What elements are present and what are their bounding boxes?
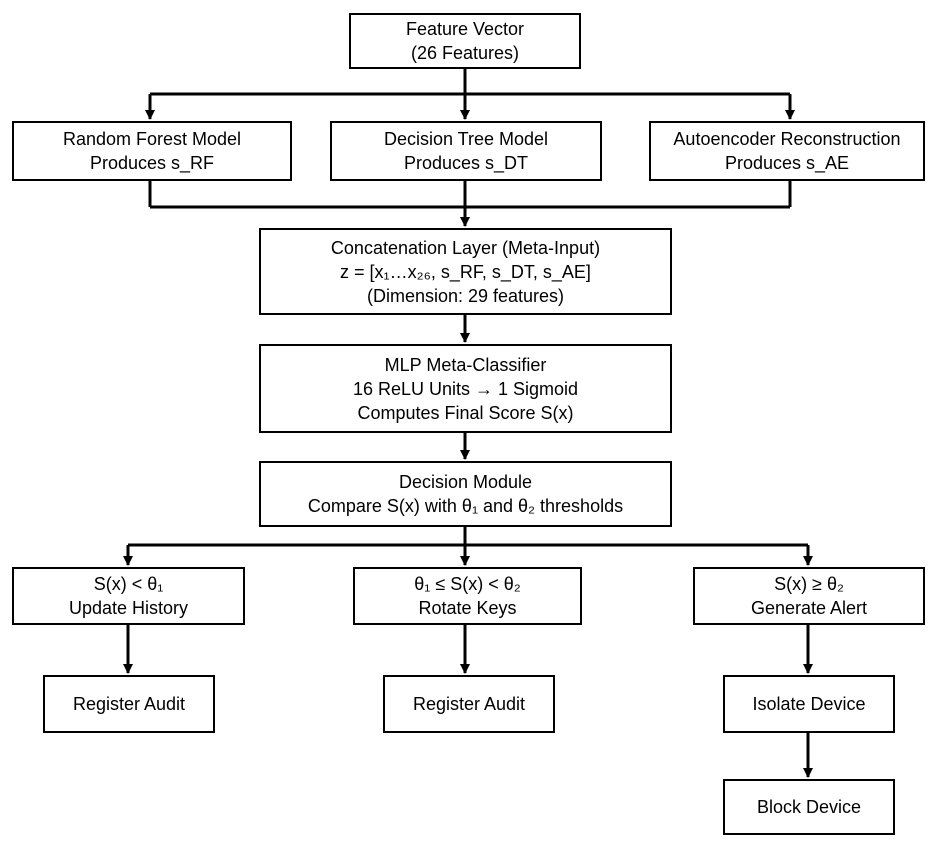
decision-module-title: Decision Module: [398, 472, 533, 492]
decision-module-rule: Compare S(x) with θ₁ and θ₂ thresholds: [307, 496, 624, 516]
low-score-action: Update History: [68, 598, 189, 618]
mid-score-condition: θ₁ ≤ S(x) < θ₂: [414, 574, 521, 594]
concatenation-layer-formula: z = [x₁…x₂₆, s_RF, s_DT, s_AE]: [340, 261, 591, 282]
register-audit-label-2: Register Audit: [412, 694, 526, 714]
isolate-device-box: Isolate Device: [723, 675, 895, 733]
register-audit-box-2: Register Audit: [383, 675, 555, 733]
decision-tree-output: Produces s_DT: [403, 153, 529, 173]
autoencoder-output: Produces s_AE: [724, 153, 850, 173]
register-audit-label-1: Register Audit: [72, 694, 186, 714]
concatenation-layer-box: Concatenation Layer (Meta-Input) z = [x₁…: [259, 228, 672, 315]
mid-score-action: Rotate Keys: [418, 598, 517, 618]
autoencoder-box: Autoencoder Reconstruction Produces s_AE: [649, 121, 925, 181]
feature-vector-title: Feature Vector: [405, 19, 525, 39]
random-forest-title: Random Forest Model: [62, 129, 242, 149]
register-audit-box-1: Register Audit: [43, 675, 215, 733]
mid-score-branch-box: θ₁ ≤ S(x) < θ₂ Rotate Keys: [353, 567, 582, 625]
mlp-output: Computes Final Score S(x): [357, 402, 574, 423]
concatenation-layer-dimension: (Dimension: 29 features): [366, 285, 565, 306]
high-score-branch-box: S(x) ≥ θ₂ Generate Alert: [693, 567, 925, 625]
decision-tree-title: Decision Tree Model: [383, 129, 549, 149]
high-score-condition: S(x) ≥ θ₂: [774, 574, 844, 594]
low-score-condition: S(x) < θ₁: [93, 574, 164, 594]
autoencoder-title: Autoencoder Reconstruction: [673, 129, 901, 149]
mlp-meta-classifier-box: MLP Meta-Classifier 16 ReLU Units → 1 Si…: [259, 344, 672, 433]
decision-tree-box: Decision Tree Model Produces s_DT: [330, 121, 602, 181]
random-forest-box: Random Forest Model Produces s_RF: [12, 121, 292, 181]
mlp-title: MLP Meta-Classifier: [384, 354, 547, 375]
block-device-label: Block Device: [756, 797, 862, 817]
high-score-action: Generate Alert: [750, 598, 868, 618]
decision-module-box: Decision Module Compare S(x) with θ₁ and…: [259, 461, 672, 527]
random-forest-output: Produces s_RF: [89, 153, 215, 173]
mlp-architecture: 16 ReLU Units → 1 Sigmoid: [352, 378, 579, 399]
feature-vector-count: (26 Features): [410, 43, 520, 63]
isolate-device-label: Isolate Device: [752, 694, 866, 714]
feature-vector-box: Feature Vector (26 Features): [349, 13, 581, 69]
low-score-branch-box: S(x) < θ₁ Update History: [12, 567, 245, 625]
block-device-box: Block Device: [723, 779, 895, 835]
concatenation-layer-title: Concatenation Layer (Meta-Input): [330, 237, 601, 258]
